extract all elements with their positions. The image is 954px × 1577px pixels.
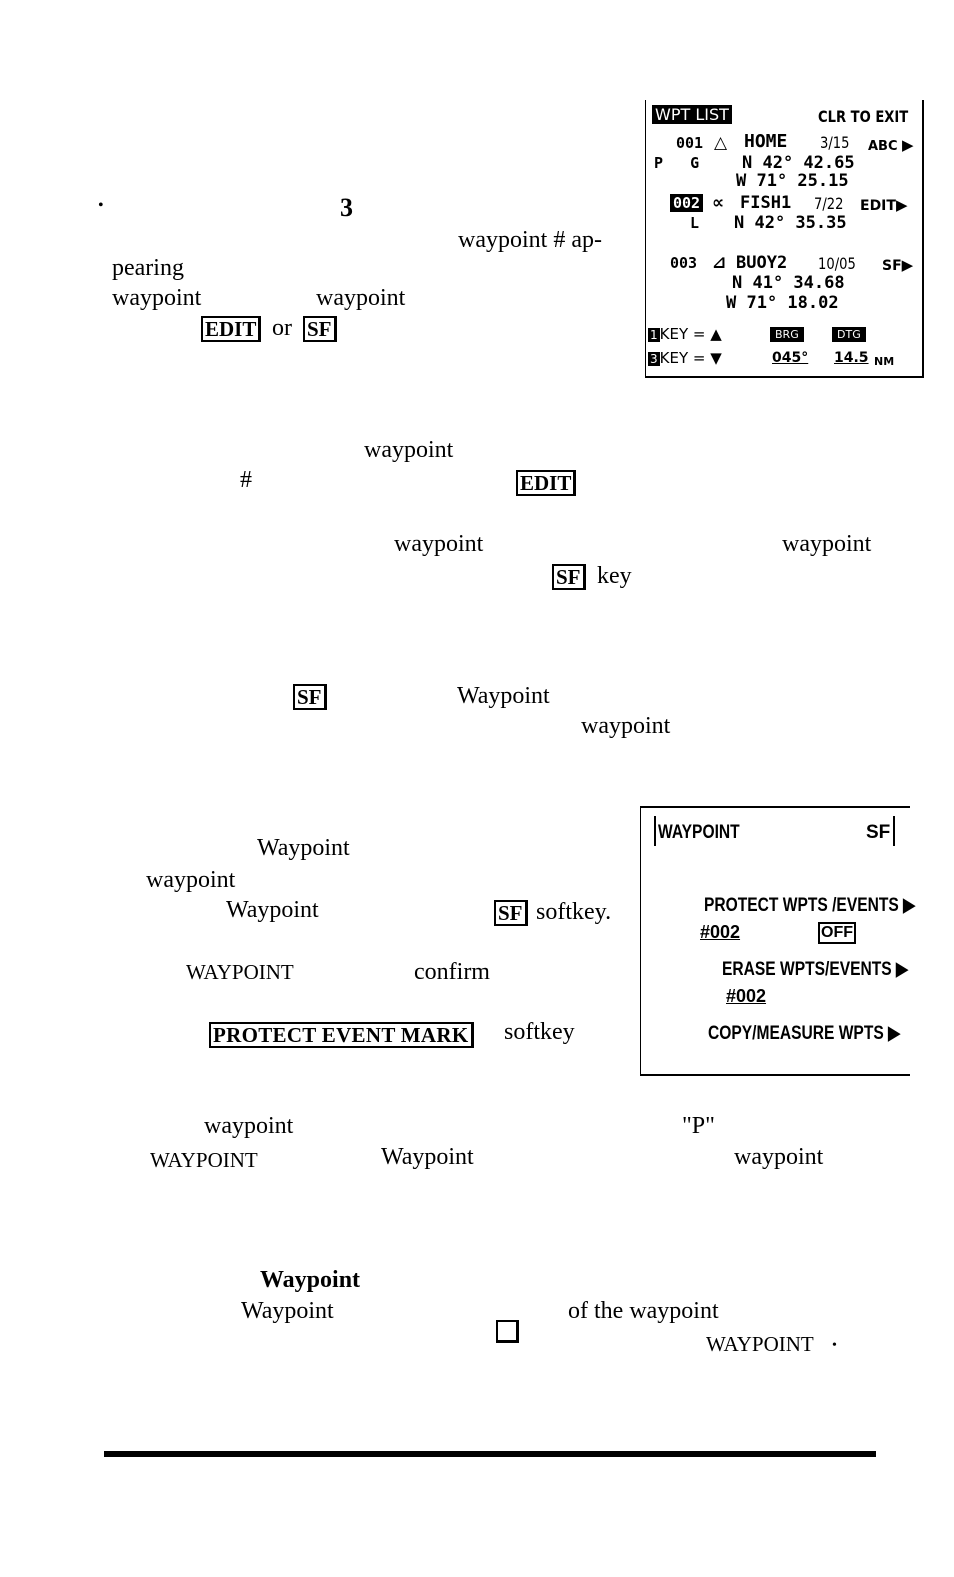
text: of the waypoint [568,1298,719,1324]
text: confirm [414,959,490,985]
text: waypoint [364,437,454,463]
fish-symbol-icon: ∝ [712,193,725,213]
text: waypoint [316,285,406,311]
text: waypoint [146,867,236,893]
latitude: N 42° 35.35 [734,213,847,233]
bottom-rule [640,1074,910,1076]
protect-wpts-events-item[interactable]: PROTECT WPTS /EVENTS ▶ [704,895,916,916]
erase-wpts-events-item[interactable]: ERASE WPTS/EVENTS ▶ [722,959,908,980]
text: softkey. [536,899,612,925]
screen-title: WAYPOINT [658,822,740,843]
wpt-list-screen: WPT LIST CLR TO EXIT 001 △ HOME 3/15 ABC… [645,100,924,378]
clear-to-exit-label: CLR TO EXIT [818,107,909,126]
right-arrow-icon: ▶ [903,895,916,916]
text: waypoint [734,1144,824,1170]
text: key [597,563,632,589]
text: waypoint # ap- [458,227,602,253]
text: waypoint [581,713,671,739]
text: WAYPOINT [150,1148,258,1172]
sf-key: SF [494,900,528,926]
dtg-label: DTG [832,326,866,344]
text: WAYPOINT [706,1332,814,1356]
waypoint-flags: P G [654,154,700,172]
right-arrow-icon: ▶ [888,1023,901,1044]
protect-state: OFF [818,922,856,944]
copy-measure-wpts-item[interactable]: COPY/MEASURE WPTS ▶ [708,1023,901,1044]
text: # [240,467,252,493]
protect-waypoint-number: #002 [700,922,741,942]
text: waypoint [204,1113,294,1139]
footer-rule [104,1451,876,1457]
text: Waypoint [381,1144,474,1170]
bearing-value: 045° [772,350,809,366]
text: waypoint [112,285,202,311]
latitude: N 41° 34.68 [732,273,845,293]
text: WAYPOINT [186,960,294,984]
text: Waypoint [241,1298,334,1324]
text: "P" [682,1113,715,1139]
right-arrow-icon: ▶ [896,959,908,980]
text: Waypoint [257,835,350,861]
step-number: 3 [340,193,353,222]
softkey-abc[interactable]: ABC ▶ [868,136,914,154]
protect-event-mark-key: PROTECT EVENT MARK [209,1022,474,1048]
text: waypoint [394,531,484,557]
distance-value: 14.5 [834,350,869,366]
title-right-bar [893,816,895,846]
waypoint-number: 001 [676,134,704,152]
sf-key: SF [552,564,586,590]
title-left-bar [654,816,656,846]
top-rule [640,806,910,808]
edit-key: EDIT [201,316,262,342]
softkey-sf[interactable]: SF▶ [882,256,914,274]
waypoint-number: 003 [670,254,698,272]
home-symbol-icon: △ [714,133,728,153]
distance-unit: NM [874,355,895,368]
waypoint-date: 3/15 [820,133,850,152]
waypoint-name: BUOY2 [736,253,788,273]
checkbox-icon [496,1320,519,1343]
erase-waypoint-number: #002 [726,986,767,1006]
right-arrow-icon: ▶ [901,256,914,274]
screen-sf-label: SF [866,822,891,843]
buoy-symbol-icon: ⊿ [712,253,727,273]
bullet: • [832,1338,837,1353]
softkey-edit[interactable]: EDIT▶ [860,196,908,214]
waypoint-flags: L [690,214,700,232]
right-arrow-icon: ▶ [895,196,908,214]
latitude: N 42° 42.65 [742,153,855,173]
waypoint-number-selected: 002 [670,194,704,212]
sf-key: SF [303,316,337,342]
bullet: • [98,197,104,214]
waypoint-screen: WAYPOINT SF PROTECT WPTS /EVENTS ▶ #002 … [640,806,915,1076]
text: or [272,315,292,341]
right-arrow-icon: ▶ [902,136,914,154]
sf-key: SF [293,684,327,710]
edit-key: EDIT [516,470,577,496]
longitude: W 71° 25.15 [736,171,849,191]
waypoint-date: 7/22 [814,194,844,213]
longitude: W 71° 18.02 [726,293,839,313]
text: waypoint [782,531,872,557]
left-rule [640,806,641,1076]
waypoint-name: FISH1 [740,193,792,213]
text: Waypoint [226,897,319,923]
text: pearing [112,255,184,281]
section-heading: Waypoint [260,1267,361,1293]
screen-title: WPT LIST [652,105,732,124]
waypoint-date: 10/05 [818,254,856,273]
brg-label: BRG [770,326,804,344]
text: Waypoint [457,683,550,709]
text: softkey [504,1019,575,1045]
waypoint-name: HOME [744,131,788,152]
